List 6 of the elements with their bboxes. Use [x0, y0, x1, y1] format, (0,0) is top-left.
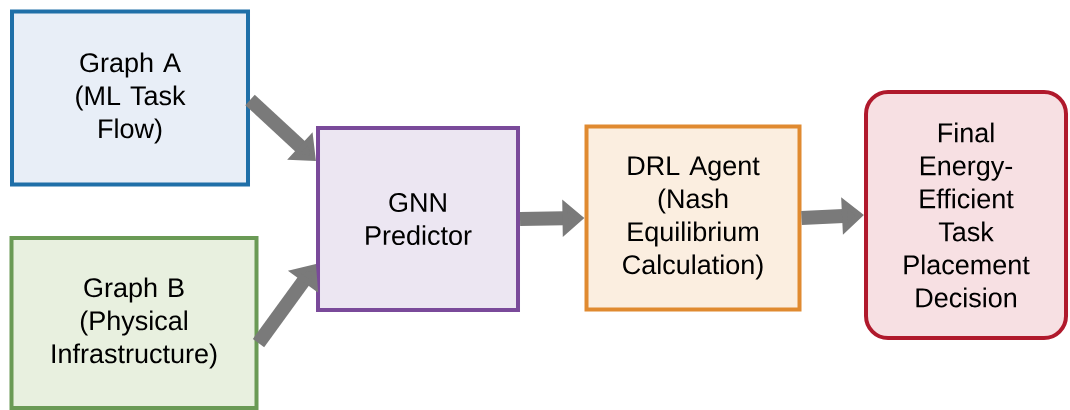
decision-box: Final Energy- Efficient Task Placement Decision	[864, 90, 1068, 340]
process-box: GNN Predictor	[316, 126, 520, 312]
process-box: DRL Agent (Nash Equilibrium Calculation)	[584, 124, 802, 312]
process-box: Graph A (ML Task Flow)	[10, 9, 250, 187]
process-box: Graph B (Physical Infrastructure)	[9, 236, 259, 410]
arrow	[245, 94, 316, 161]
